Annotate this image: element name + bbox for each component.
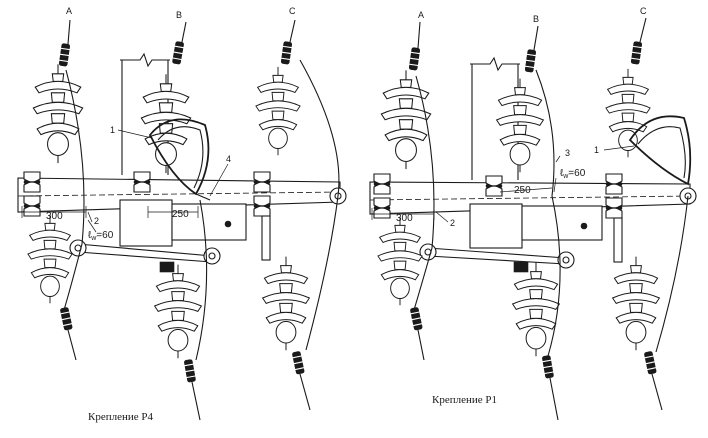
marker-4-label: 4 (226, 154, 231, 164)
phase-label-c: C (640, 6, 647, 16)
dimension-300-value: 300 (46, 211, 63, 222)
phase-c-string (253, 19, 340, 411)
phase-label-b: B (176, 10, 182, 20)
marker-2: 2 (87, 211, 99, 226)
phase-label-b: B (533, 14, 539, 24)
phase-b-upper-string (133, 21, 192, 193)
phase-a-lower-string (377, 75, 435, 361)
caption-r1: Крепление Р1 (432, 394, 497, 406)
phase-label-c: C (289, 6, 296, 16)
marker-2-label: 2 (94, 216, 99, 226)
svg-text:ℓw=60: ℓw=60 (560, 168, 586, 180)
marker-1-label: 1 (594, 145, 599, 155)
lw-symbol: ℓ (88, 230, 92, 241)
phase-b-lower-string (512, 195, 561, 421)
phase-a-lower-string (27, 69, 85, 361)
dimension-250-value: 250 (172, 209, 189, 220)
marker-1-label: 1 (110, 125, 115, 135)
svg-text:ℓw=60: ℓw=60 (88, 230, 114, 242)
dimension-300-value: 300 (396, 213, 413, 224)
dimension-lw: ℓw=60 (87, 219, 114, 242)
marker-1: 1 (594, 145, 635, 155)
lw-value: =60 (568, 168, 585, 179)
diagram-r4: A B C (17, 6, 347, 423)
marker-4: 4 (209, 154, 231, 197)
phase-label-a: A (418, 10, 424, 20)
dimension-250: 250 (499, 185, 553, 196)
marker-2-label: 2 (450, 218, 455, 228)
diagram-r1: A B C (369, 6, 697, 421)
lw-subscript: w (90, 235, 97, 242)
phase-b-bypass-loop (148, 118, 211, 201)
phase-c-string (605, 17, 692, 411)
lw-subscript: w (562, 173, 569, 180)
lw-value: =60 (96, 230, 113, 241)
marker-2: 2 (435, 211, 455, 228)
dimension-250: 250 (147, 206, 199, 220)
phase-b-lower-string (154, 199, 208, 421)
phase-label-a: A (66, 6, 72, 16)
caption-r4: Крепление Р4 (88, 411, 154, 423)
marker-1: 1 (110, 125, 153, 139)
phase-b-upper-string (485, 25, 555, 197)
marker-3-label: 3 (565, 148, 570, 158)
phase-a-upper-string (23, 19, 84, 217)
phase-a-upper-string (373, 21, 432, 219)
dimension-250-value: 250 (514, 185, 531, 196)
dimension-300: 300 (371, 208, 435, 224)
dimension-lw: ℓw=60 (553, 168, 586, 193)
dimension-300: 300 (21, 206, 87, 222)
marker-3: 3 (555, 148, 570, 163)
lw-symbol: ℓ (560, 168, 564, 179)
